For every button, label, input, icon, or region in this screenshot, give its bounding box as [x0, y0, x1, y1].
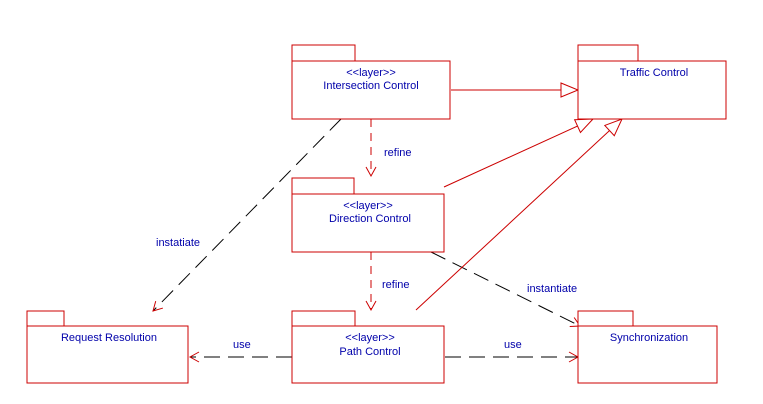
package-tab — [577, 310, 634, 327]
package-body — [577, 60, 727, 120]
package-tab — [26, 310, 65, 327]
package-path-control[interactable]: <<layer>> Path Control — [291, 310, 445, 384]
relation-direction-to-sync: instantiate — [430, 251, 581, 327]
package-name: Direction Control — [329, 213, 411, 225]
package-tab — [291, 310, 356, 327]
package-request-resolution[interactable]: Request Resolution — [26, 310, 189, 384]
package-tab — [291, 44, 356, 62]
package-name: Traffic Control — [620, 67, 688, 79]
package-intersection-control[interactable]: <<layer>> Intersection Control — [291, 44, 451, 120]
package-body — [291, 193, 445, 253]
package-direction-control[interactable]: <<layer>> Direction Control — [291, 177, 445, 253]
package-stereotype: <<layer>> — [345, 332, 395, 344]
generalization-path-to-traffic — [415, 118, 623, 311]
package-traffic-control[interactable]: Traffic Control — [577, 44, 727, 120]
relation-path-to-sync: use — [445, 339, 580, 363]
package-name: Path Control — [339, 346, 400, 358]
relation-label-refine: refine — [382, 279, 410, 291]
relation-intersection-to-request: instatiate — [152, 118, 342, 312]
relation-label-instantiate: instantiate — [527, 283, 577, 295]
package-synchronization[interactable]: Synchronization — [577, 310, 718, 384]
relation-label-use: use — [233, 339, 251, 351]
package-name: Request Resolution — [61, 332, 157, 344]
package-name: Synchronization — [610, 332, 688, 344]
relation-label-instatiate: instatiate — [156, 237, 200, 249]
relation-label-use: use — [504, 339, 522, 351]
relation-direction-to-path: refine — [365, 252, 410, 312]
package-tab — [577, 44, 639, 62]
package-name: Intersection Control — [323, 80, 418, 92]
package-body — [291, 60, 451, 120]
relation-intersection-to-direction: refine — [365, 119, 412, 178]
package-body — [26, 325, 189, 384]
package-body — [577, 325, 718, 384]
relation-label-refine: refine — [384, 147, 412, 159]
relation-path-to-request: use — [188, 339, 292, 363]
package-stereotype: <<layer>> — [343, 200, 393, 212]
generalization-direction-to-traffic — [443, 118, 595, 188]
package-body — [291, 325, 445, 384]
package-tab — [291, 177, 355, 195]
package-stereotype: <<layer>> — [346, 67, 396, 79]
